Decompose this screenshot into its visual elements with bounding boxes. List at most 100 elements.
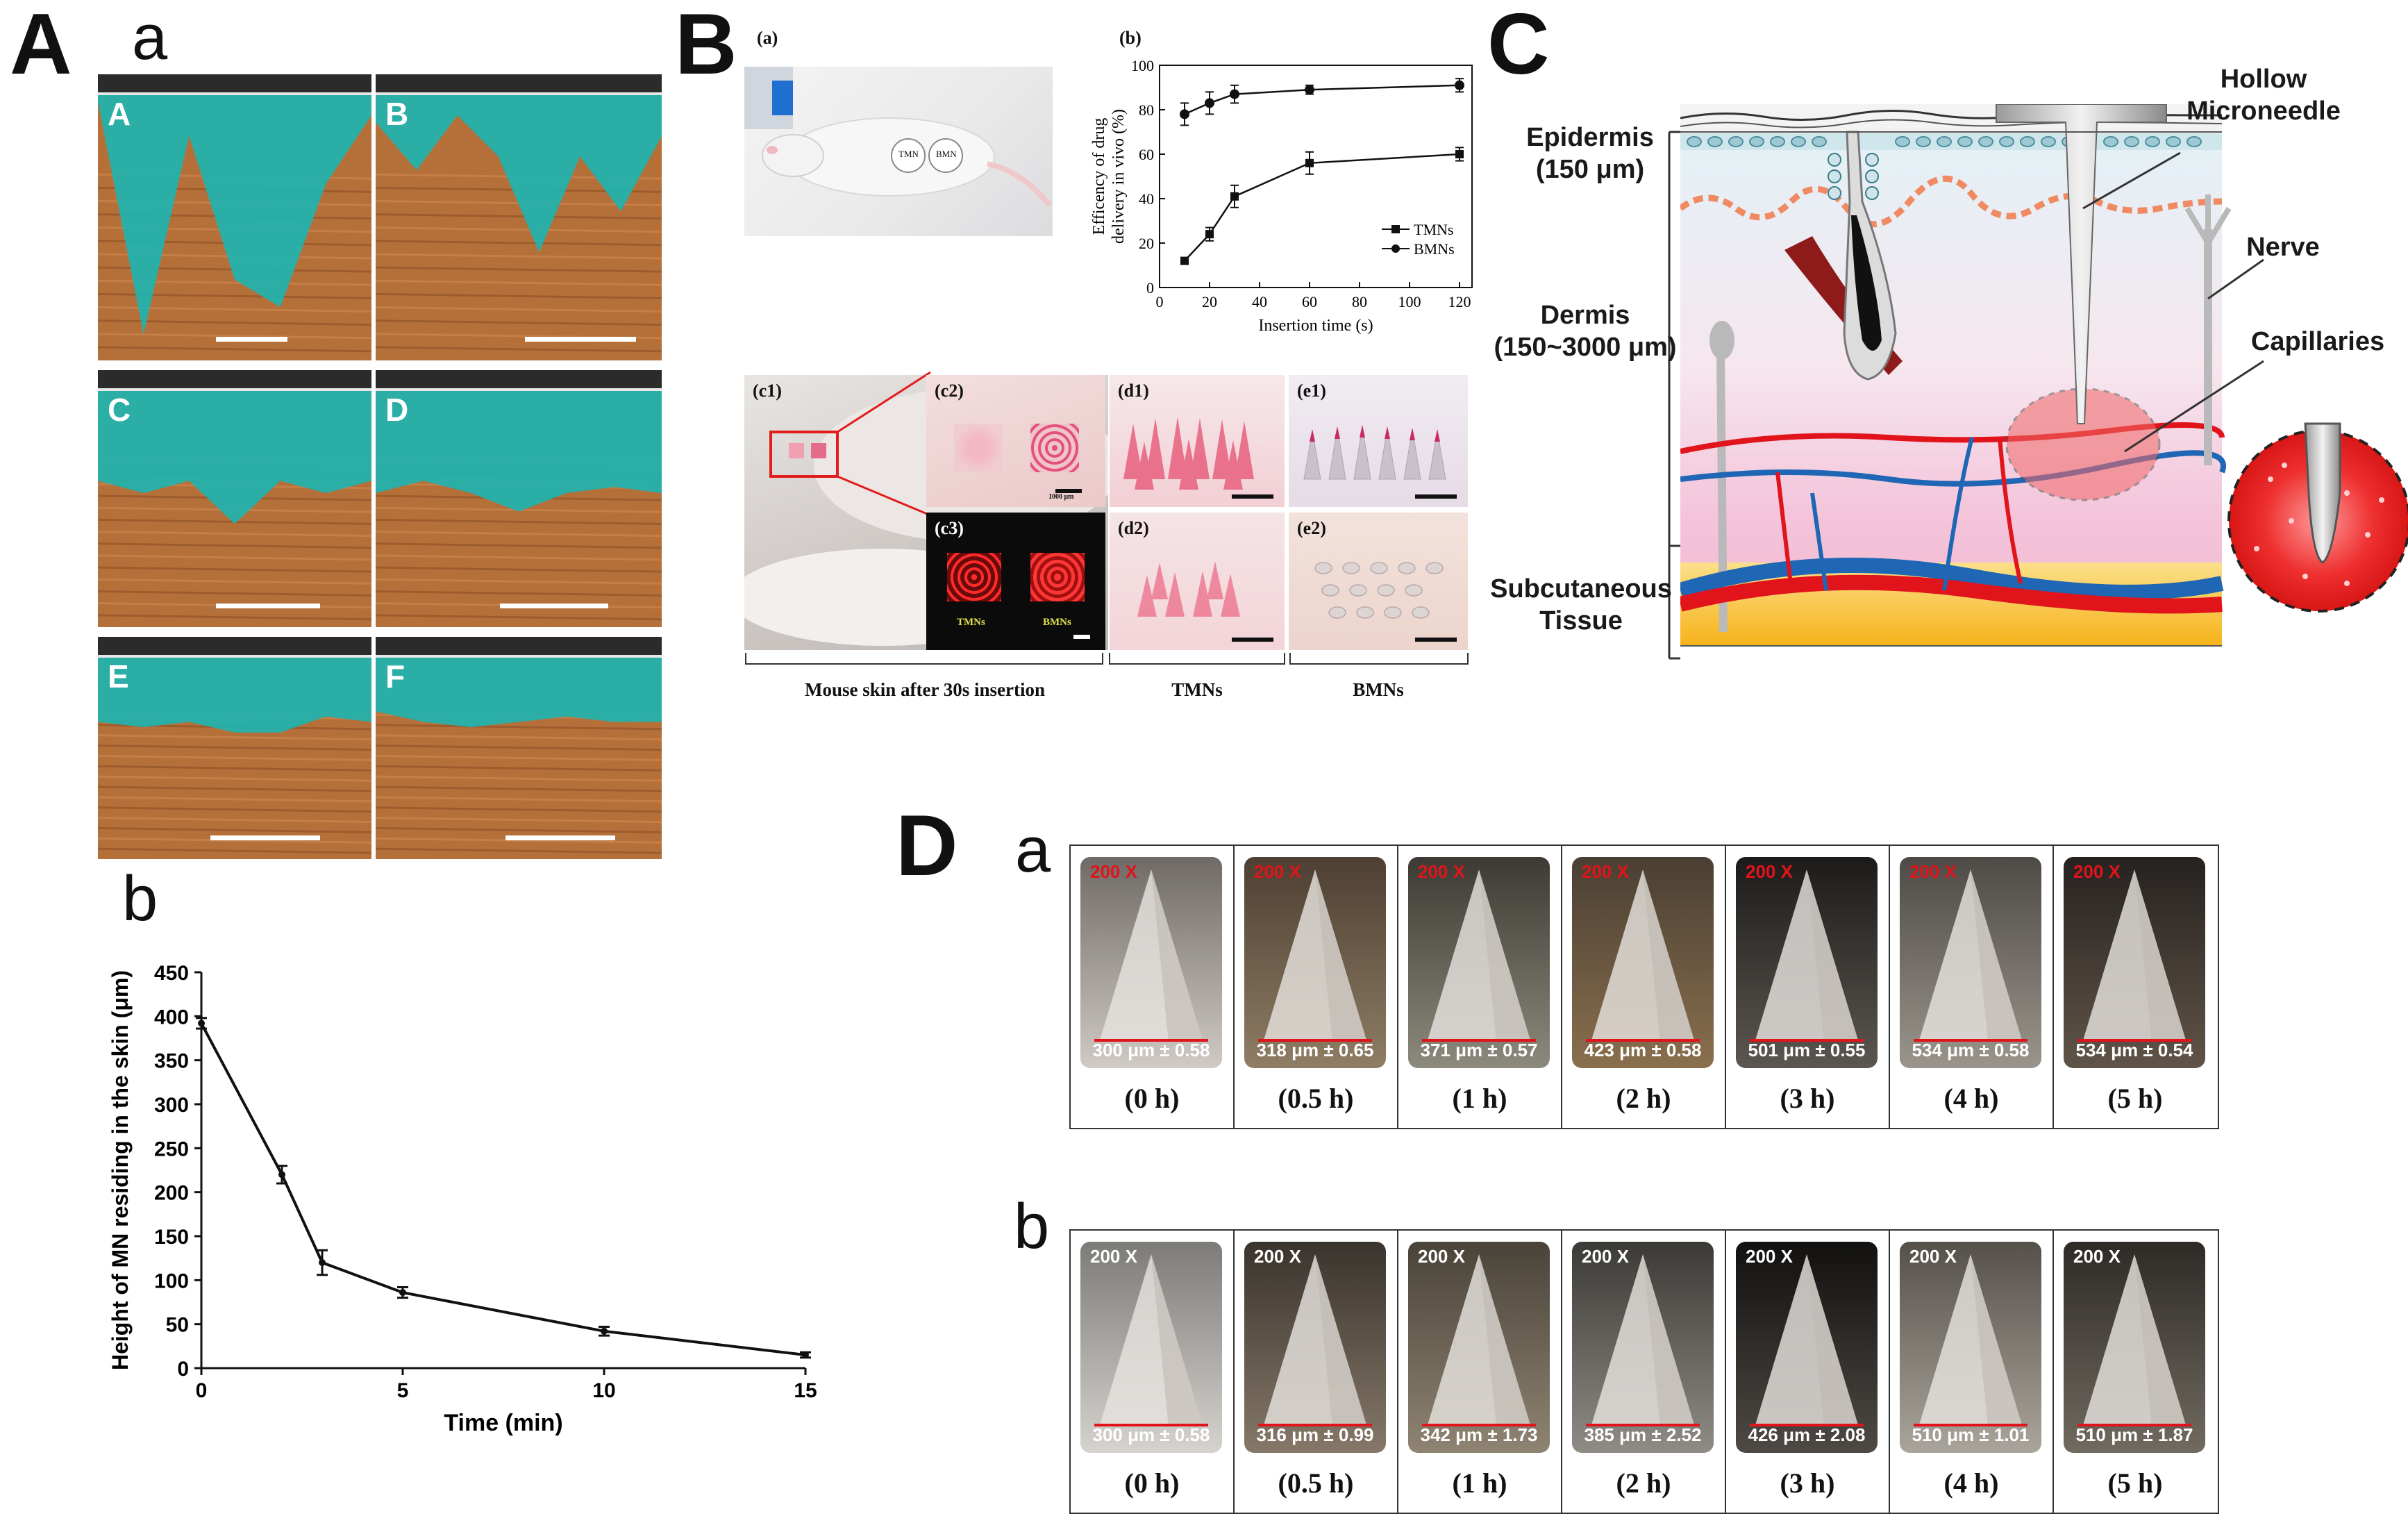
measurement-line xyxy=(1914,1424,2027,1426)
label-epidermis-size: (150 μm) xyxy=(1535,154,1645,184)
mouse-illustration xyxy=(744,67,1053,208)
e2-dissolved-needles xyxy=(1314,562,1444,619)
photo-c3: (c3) TMNs BMNs xyxy=(926,513,1105,650)
magnification-label: 200 X xyxy=(1418,1246,1465,1267)
oct-tile-b: B xyxy=(374,72,664,363)
x-tick-label: 15 xyxy=(794,1379,817,1402)
oct-scan-svg xyxy=(98,74,371,360)
cone-shape xyxy=(2083,1254,2186,1424)
legend-label: BMNs xyxy=(1414,240,1455,258)
y-tick-label: 40 xyxy=(1139,190,1154,208)
caption-bmns: BMNs xyxy=(1353,679,1404,700)
base-width-value: 534 μm ± 0.58 xyxy=(1912,1040,2030,1060)
time-label: (5 h) xyxy=(2107,1083,2163,1114)
photo-e2-label: (e2) xyxy=(1297,518,1326,538)
data-point xyxy=(601,1327,608,1335)
cone-shape xyxy=(1919,869,2022,1039)
y-tick-label: 100 xyxy=(1131,57,1154,74)
base-width-value: 423 μm ± 0.58 xyxy=(1584,1040,1702,1060)
x-tick-label: 100 xyxy=(1398,293,1421,310)
measurement-line xyxy=(1422,1039,1536,1042)
d1-scale-bar xyxy=(1232,494,1273,499)
panel-B-a-label: (a) xyxy=(757,28,778,48)
base-width-value: 300 μm ± 0.58 xyxy=(1092,1424,1210,1445)
photo-d1-label: (d1) xyxy=(1118,381,1149,401)
oct-scan-svg xyxy=(376,637,662,859)
cone-shape xyxy=(1100,869,1203,1039)
data-point-circle xyxy=(1455,80,1464,90)
data-point xyxy=(399,1289,406,1297)
cone-shape xyxy=(1100,1254,1203,1424)
time-label: (2 h) xyxy=(1616,1083,1671,1114)
label-hollow-line1: Hollow xyxy=(2220,65,2307,94)
magnification-label: 200 X xyxy=(1746,861,1793,882)
label-hollow-microneedle: Hollow Microneedle xyxy=(2159,64,2368,127)
magnification-label: 200 X xyxy=(1254,1246,1301,1267)
panel-sublabel-D-b: b xyxy=(1014,1191,1050,1262)
cone-shape xyxy=(1755,869,1858,1039)
panel-label-C: C xyxy=(1487,0,1550,92)
magnification-label: 200 X xyxy=(1090,1246,1137,1267)
data-point-circle xyxy=(1305,85,1314,95)
oct-scan-svg xyxy=(98,637,371,859)
oct-tile-f: F xyxy=(374,635,664,861)
legend-marker-circle xyxy=(1391,244,1400,253)
base-width-value: 316 μm ± 0.99 xyxy=(1256,1424,1374,1445)
y-tick-label: 0 xyxy=(177,1358,189,1381)
microneedle-micrograph: 200 X 510 μm ± 1.87 xyxy=(2064,1242,2205,1453)
panel-label-D: D xyxy=(896,798,958,894)
d2-needles xyxy=(1137,561,1240,617)
oct-scan-svg xyxy=(98,370,371,627)
measurement-line xyxy=(1094,1039,1208,1042)
y-tick-label: 450 xyxy=(154,962,189,985)
cone-shape xyxy=(1755,1254,1858,1424)
panel-label-A: A xyxy=(10,0,72,92)
data-point-circle xyxy=(1205,98,1214,108)
label-dermis: Dermis (150~3000 μm) xyxy=(1485,300,1686,363)
data-point xyxy=(278,1171,285,1179)
data-point xyxy=(198,1020,205,1027)
measurement-line xyxy=(1750,1424,1864,1426)
measurement-line xyxy=(1258,1039,1372,1042)
data-point-circle xyxy=(1230,89,1239,99)
time-label: (0 h) xyxy=(1124,1083,1180,1114)
cone-shape xyxy=(1264,1254,1366,1424)
data-point-square xyxy=(1455,150,1464,158)
time-label: (1 h) xyxy=(1452,1467,1507,1499)
base-width-value: 510 μm ± 1.87 xyxy=(2075,1424,2193,1445)
cone-shape xyxy=(1591,869,1694,1039)
label-subcutaneous-line1: Subcutaneous xyxy=(1490,574,1672,604)
c2-scale-bar xyxy=(1055,489,1082,493)
measurement-line xyxy=(1914,1039,2027,1042)
microneedle-micrograph: 200 X 300 μm ± 0.58 xyxy=(1080,1242,1222,1453)
y-tick-label: 60 xyxy=(1139,146,1154,163)
x-tick-label: 10 xyxy=(592,1379,615,1402)
y-tick-label: 0 xyxy=(1146,279,1154,297)
oct-tile-d: D xyxy=(374,368,664,629)
base-width-value: 385 μm ± 2.52 xyxy=(1584,1424,1702,1445)
data-point-square xyxy=(1305,158,1314,167)
data-point-square xyxy=(1205,230,1214,239)
data-point xyxy=(802,1351,809,1358)
bmn-patch-label: BMN xyxy=(936,149,957,159)
time-label: (4 h) xyxy=(1943,1467,1999,1499)
c2-patch-right xyxy=(1030,424,1079,472)
layer-bracket xyxy=(1668,131,1680,660)
magnification-label: 200 X xyxy=(2073,1246,2121,1267)
caption-tmns: TMNs xyxy=(1171,679,1223,700)
measurement-line xyxy=(2077,1424,2191,1426)
oct-tile-c: C xyxy=(96,368,374,629)
base-width-value: 534 μm ± 0.54 xyxy=(2075,1040,2193,1060)
data-point-square xyxy=(1230,192,1239,201)
magnification-label: 200 X xyxy=(1909,1246,1957,1267)
oct-scale-bar xyxy=(215,337,288,342)
